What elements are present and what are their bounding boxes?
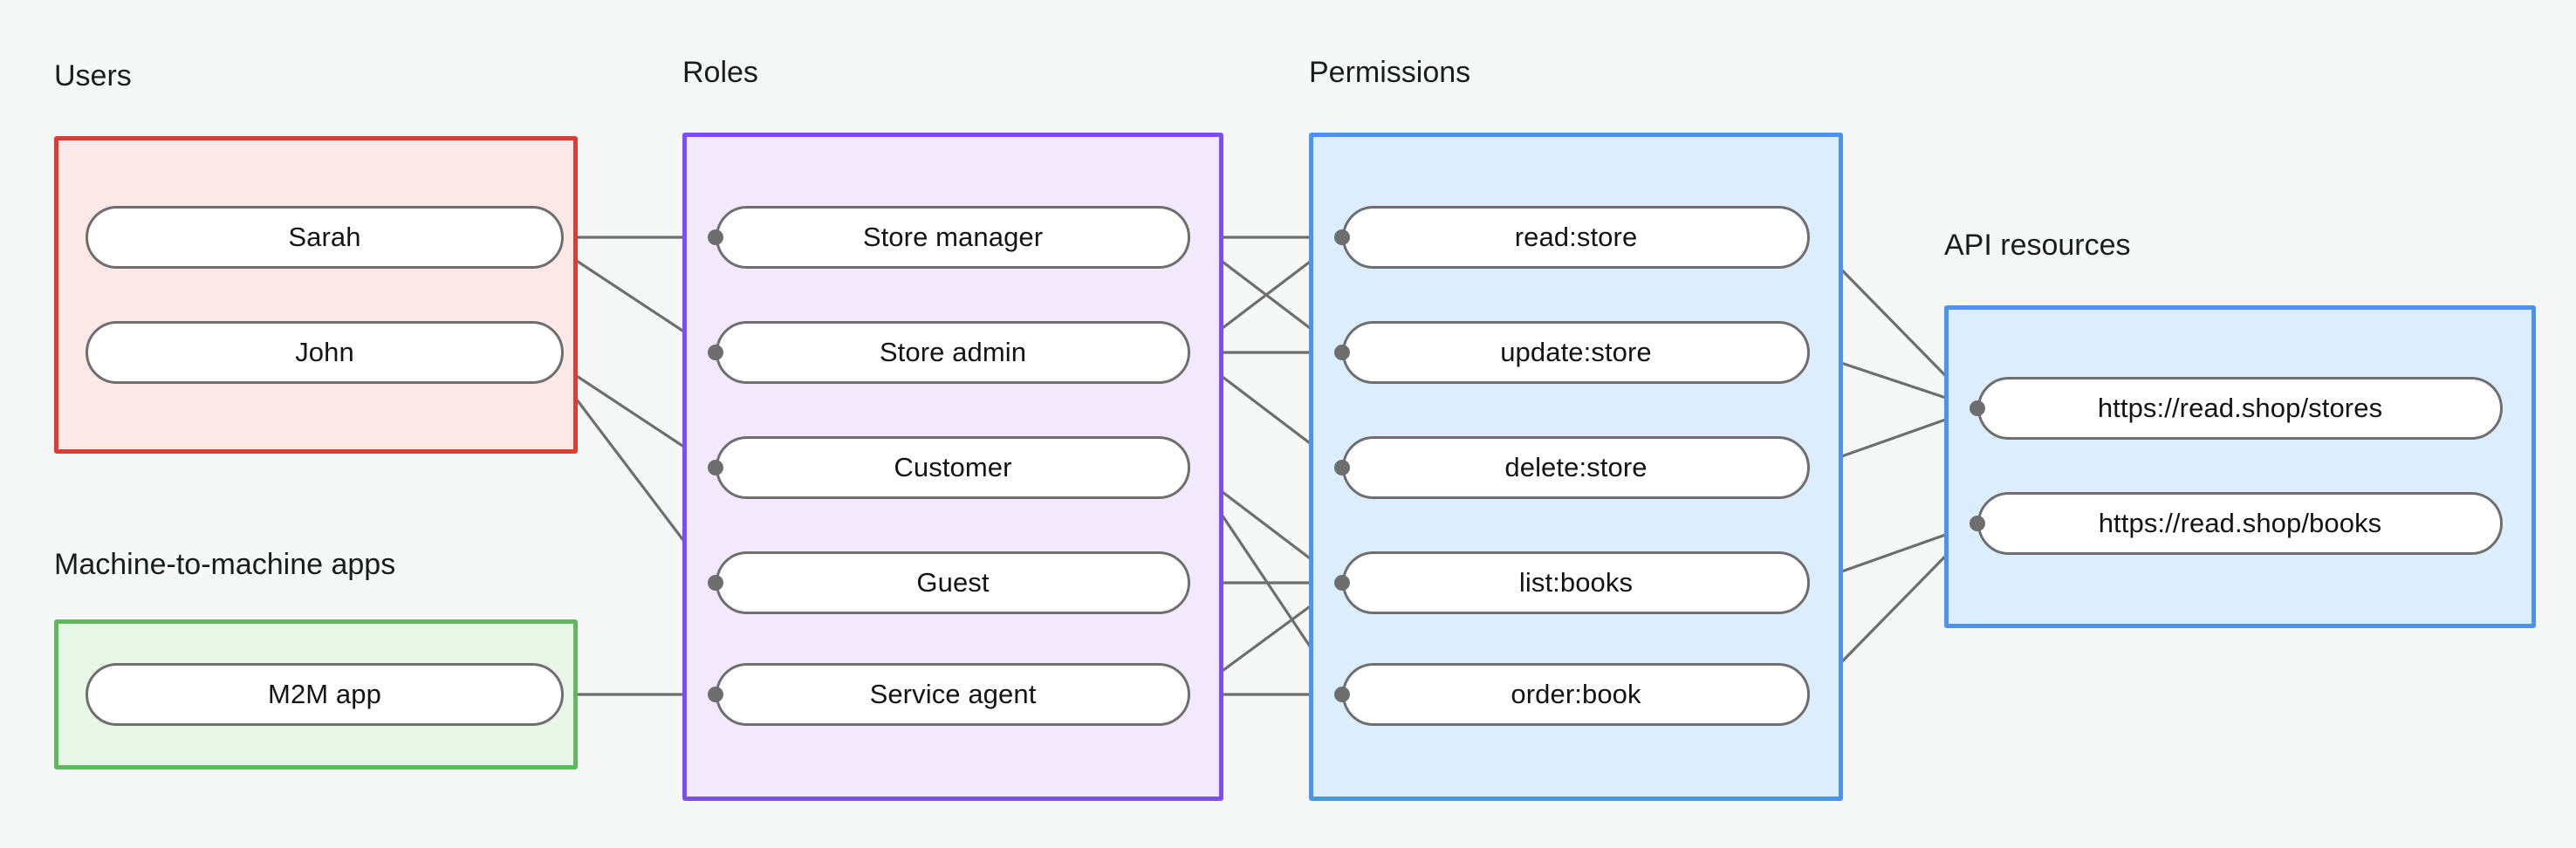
port-dot-guest (708, 575, 723, 591)
node-label: M2M app (268, 679, 381, 709)
node-m2m-app[interactable]: M2M app (86, 663, 564, 726)
node-label: https://read.shop/stores (2097, 393, 2383, 423)
node-label: read:store (1514, 222, 1638, 252)
port-dot-store-manager (708, 229, 723, 245)
node-label: Store admin (879, 337, 1027, 367)
node-permission-list-books[interactable]: list:books (1342, 551, 1810, 614)
node-label: order:book (1511, 679, 1641, 709)
node-label: delete:store (1504, 452, 1648, 482)
node-permission-update-store[interactable]: update:store (1342, 321, 1810, 384)
node-permission-read-store[interactable]: read:store (1342, 206, 1810, 269)
node-label: https://read.shop/books (2098, 508, 2382, 538)
node-label: list:books (1518, 567, 1634, 598)
port-dot-service-agent (708, 687, 723, 702)
port-dot-customer (708, 460, 723, 475)
node-label: Store manager (862, 222, 1044, 252)
node-role-store-admin[interactable]: Store admin (716, 321, 1190, 384)
port-dot-order-book (1334, 687, 1350, 702)
node-role-store-manager[interactable]: Store manager (716, 206, 1190, 269)
port-dot-update-store (1334, 345, 1350, 360)
node-permission-delete-store[interactable]: delete:store (1342, 436, 1810, 499)
group-title-m2m: Machine-to-machine apps (54, 548, 396, 581)
port-dot-api-stores (1970, 400, 1985, 416)
node-role-guest[interactable]: Guest (716, 551, 1190, 614)
port-dot-list-books (1334, 575, 1350, 591)
group-title-permissions: Permissions (1309, 56, 1471, 89)
node-label: Sarah (288, 222, 361, 252)
node-label: John (295, 337, 354, 367)
node-label: Service agent (869, 679, 1037, 709)
node-permission-order-book[interactable]: order:book (1342, 663, 1810, 726)
node-user-sarah[interactable]: Sarah (86, 206, 564, 269)
node-role-service-agent[interactable]: Service agent (716, 663, 1190, 726)
port-dot-read-store (1334, 229, 1350, 245)
group-title-api-resources: API resources (1944, 229, 2131, 262)
node-api-resource-books[interactable]: https://read.shop/books (1977, 492, 2503, 555)
node-label: update:store (1500, 337, 1652, 367)
node-user-john[interactable]: John (86, 321, 564, 384)
group-title-users: Users (54, 59, 132, 92)
port-dot-store-admin (708, 345, 723, 360)
port-dot-delete-store (1334, 460, 1350, 475)
node-api-resource-stores[interactable]: https://read.shop/stores (1977, 377, 2503, 440)
group-box-api-resources (1944, 305, 2536, 628)
group-title-roles: Roles (682, 56, 758, 89)
group-box-users (54, 136, 578, 454)
node-label: Guest (916, 567, 990, 598)
node-role-customer[interactable]: Customer (716, 436, 1190, 499)
port-dot-api-books (1970, 516, 1985, 531)
node-label: Customer (894, 452, 1012, 482)
